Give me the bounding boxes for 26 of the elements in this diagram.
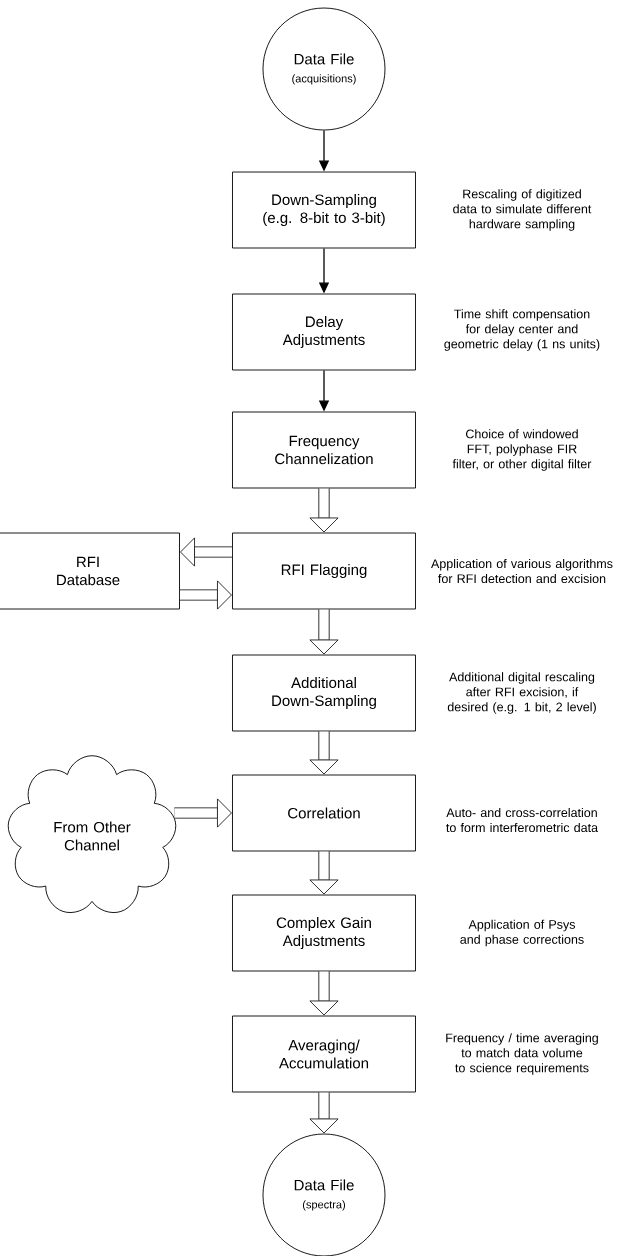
description-text: Additional digital rescaling after RFI excision, if desired (e.g. 1 bit, 2 level) — [447, 672, 596, 714]
hollow-arrow — [180, 537, 233, 567]
process-box: Frequency Channelization — [232, 411, 416, 489]
process-box: Delay Adjustments — [232, 293, 416, 371]
description-text: Application of various algorithms for RFI detection and excision — [431, 558, 613, 584]
hollow-arrow — [174, 798, 232, 828]
hollow-arrow — [309, 851, 339, 895]
description-text: Frequency / time averaging to match data volume to science requirements — [446, 1033, 598, 1075]
process-box: Averaging/Accumulation — [232, 1015, 416, 1093]
hollow-arrow — [179, 580, 232, 610]
description-text: Auto- and cross-correlation to form interferometric data — [446, 807, 599, 833]
hollow-arrow — [309, 609, 339, 655]
process-box: Additional Down-Sampling — [232, 654, 416, 732]
hollow-arrow — [309, 971, 339, 1016]
process-box: Complex Gain Adjustments — [232, 894, 416, 972]
description-text: Rescaling of digitized data to simulate different hardware sampling — [453, 189, 592, 231]
process-box: Down-Sampling (e.g. 8-bit to 3-bit) — [232, 171, 416, 249]
description-text: Time shift compensation for delay center and geometric delay (1 ns units) — [444, 309, 600, 351]
description-text: Application of Psys and phase corrections — [460, 919, 584, 947]
process-box: RFI Database — [0, 532, 180, 610]
description-text: Choice of windowed FFT, polyphase FIR filter, or other digital filter — [452, 429, 592, 471]
process-box: RFI Flagging — [232, 532, 416, 610]
process-box: Correlation — [232, 774, 416, 852]
hollow-arrow — [309, 731, 339, 775]
hollow-arrow — [309, 1092, 339, 1134]
hollow-arrow — [309, 488, 339, 533]
